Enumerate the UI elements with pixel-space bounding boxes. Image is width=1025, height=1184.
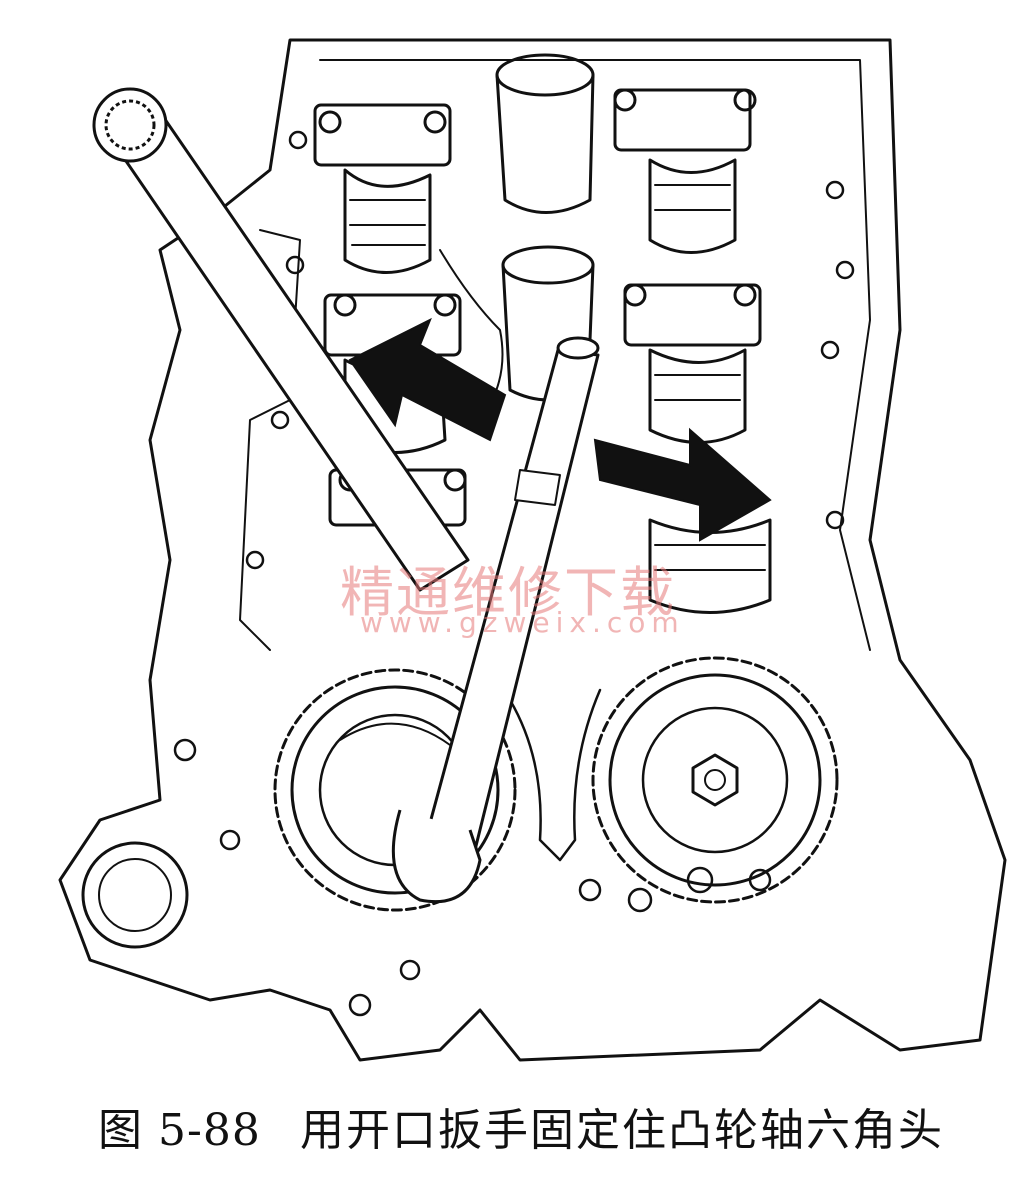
engine-camshaft-illustration (58, 38, 1007, 1062)
figure-label: 图 5-88 (98, 1105, 261, 1156)
rotation-arrows (348, 317, 772, 542)
sprocket-hex-bolt (691, 753, 739, 807)
open-end-wrench (391, 336, 600, 904)
cylinder-head-outline (58, 38, 1007, 1062)
right-camshaft (613, 88, 772, 614)
figure-caption: 图 5-88 用开口扳手固定住凸轮轴六角头 (0, 1088, 1025, 1158)
box-end-wrench (92, 87, 470, 592)
arrow-left-icon (348, 317, 507, 442)
figure-caption-text: 用开口扳手固定住凸轮轴六角头 (300, 1105, 944, 1156)
perimeter-bolt-holes (173, 130, 855, 1017)
timing-chain (508, 688, 602, 862)
arrow-right-icon (593, 427, 772, 542)
right-cam-sprocket (591, 656, 839, 904)
oil-passage (81, 841, 189, 949)
